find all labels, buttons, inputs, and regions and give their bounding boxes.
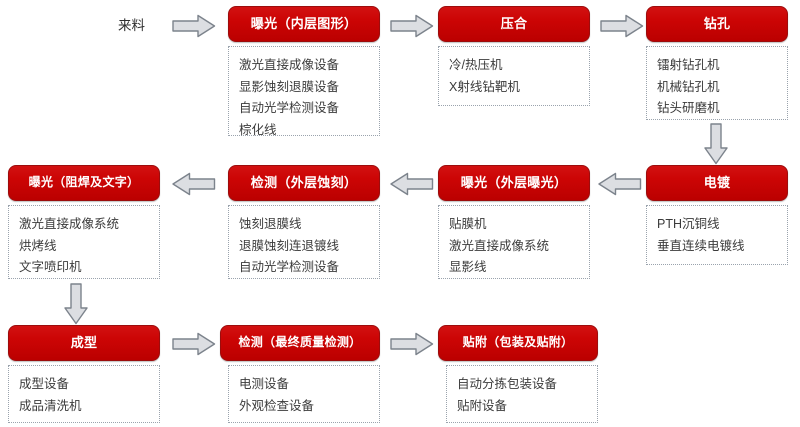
equipment-list-exposure-outer-layer: 贴膜机 激光直接成像系统 显影线 xyxy=(438,205,590,279)
equipment-item: 激光直接成像系统 xyxy=(19,217,120,231)
equipment-item: 烘烤线 xyxy=(19,238,57,253)
step-chip-electroplating[interactable]: 电镀 xyxy=(646,165,788,201)
step-chip-exposure-solder-mask-legend[interactable]: 曝光（阻焊及文字） xyxy=(8,165,160,201)
equipment-item: 显影蚀刻退膜设备 xyxy=(239,79,340,94)
arrow-right-final-inspection-to-attachment xyxy=(390,332,434,356)
equipment-item: 冷/热压机 xyxy=(449,58,503,72)
equipment-list-attachment-packaging: 自动分拣包装设备 贴附设备 xyxy=(446,365,598,423)
arrow-right-entry-to-exposure-inner xyxy=(172,14,216,38)
equipment-list-exposure-inner-layer: 激光直接成像设备 显影蚀刻退膜设备 自动光学检测设备 棕化线 xyxy=(228,46,380,137)
step-chip-exposure-outer-layer[interactable]: 曝光（外层曝光） xyxy=(438,165,590,201)
step-title: 检测（外层蚀刻） xyxy=(250,174,358,190)
arrow-down-exposure-solder-to-forming xyxy=(63,283,89,325)
equipment-item: 退膜蚀刻连退镀线 xyxy=(239,238,340,253)
step-chip-drilling[interactable]: 钻孔 xyxy=(646,6,788,42)
arrow-left-electroplating-to-exposure-outer xyxy=(598,172,642,196)
step-chip-forming[interactable]: 成型 xyxy=(8,325,160,361)
equipment-item: 外观检查设备 xyxy=(239,398,315,413)
arrow-left-exposure-outer-to-inspection-etch xyxy=(390,172,434,196)
step-title: 曝光（阻焊及文字） xyxy=(28,175,140,190)
equipment-item: 自动光学检测设备 xyxy=(239,260,340,274)
arrow-left-inspection-etch-to-exposure-solder xyxy=(172,172,216,196)
equipment-list-lamination: 冷/热压机 X射线钻靶机 xyxy=(438,46,590,106)
equipment-item: 蚀刻退膜线 xyxy=(239,217,302,231)
equipment-item: 机械钻孔机 xyxy=(657,79,720,94)
step-title: 曝光（内层图形） xyxy=(250,15,358,31)
equipment-item: 镭射钻孔机 xyxy=(657,58,720,72)
step-chip-inspection-final-quality[interactable]: 检测（最终质量检测） xyxy=(220,325,380,361)
step-chip-lamination[interactable]: 压合 xyxy=(438,6,590,42)
equipment-item: 棕化线 xyxy=(239,122,277,137)
equipment-item: 激光直接成像设备 xyxy=(239,58,340,72)
step-title: 检测（最终质量检测） xyxy=(238,335,362,350)
step-title: 曝光（外层曝光） xyxy=(460,174,568,190)
equipment-item: 贴膜机 xyxy=(449,217,487,231)
arrow-down-drilling-to-electroplating xyxy=(703,123,729,165)
arrow-right-lamination-to-drilling xyxy=(600,14,644,38)
equipment-list-forming: 成型设备 成品清洗机 xyxy=(8,365,160,423)
equipment-item: 成品清洗机 xyxy=(19,398,82,413)
equipment-item: 文字喷印机 xyxy=(19,260,82,274)
equipment-item: 自动分拣包装设备 xyxy=(457,377,558,391)
step-chip-exposure-inner-layer[interactable]: 曝光（内层图形） xyxy=(228,6,380,42)
step-title: 成型 xyxy=(70,334,98,350)
entry-label: 来料 xyxy=(118,18,145,33)
equipment-item: 钻头研磨机 xyxy=(657,101,720,115)
equipment-list-inspection-final-quality: 电测设备 外观检查设备 xyxy=(228,365,380,423)
equipment-list-drilling: 镭射钻孔机 机械钻孔机 钻头研磨机 xyxy=(646,46,788,120)
step-chip-attachment-packaging[interactable]: 贴附（包装及贴附） xyxy=(438,325,598,361)
equipment-list-electroplating: PTH沉铜线 垂直连续电镀线 xyxy=(646,205,788,265)
equipment-item: 成型设备 xyxy=(19,377,70,391)
step-title: 贴附（包装及贴附） xyxy=(462,335,574,350)
equipment-item: PTH沉铜线 xyxy=(657,217,720,231)
arrow-right-forming-to-final-inspection xyxy=(172,332,216,356)
equipment-item: X射线钻靶机 xyxy=(449,79,520,94)
step-chip-inspection-outer-etch[interactable]: 检测（外层蚀刻） xyxy=(228,165,380,201)
equipment-list-exposure-solder-mask-legend: 激光直接成像系统 烘烤线 文字喷印机 xyxy=(8,205,160,279)
step-title: 压合 xyxy=(500,15,528,31)
step-title: 电镀 xyxy=(703,174,731,190)
equipment-item: 显影线 xyxy=(449,260,487,274)
equipment-item: 贴附设备 xyxy=(457,398,508,413)
equipment-item: 自动光学检测设备 xyxy=(239,101,340,115)
equipment-item: 电测设备 xyxy=(239,377,290,391)
equipment-list-inspection-outer-etch: 蚀刻退膜线 退膜蚀刻连退镀线 自动光学检测设备 xyxy=(228,205,380,279)
equipment-item: 激光直接成像系统 xyxy=(449,238,550,253)
equipment-item: 垂直连续电镀线 xyxy=(657,238,745,253)
arrow-right-exposure-inner-to-lamination xyxy=(390,14,434,38)
step-title: 钻孔 xyxy=(703,15,731,31)
